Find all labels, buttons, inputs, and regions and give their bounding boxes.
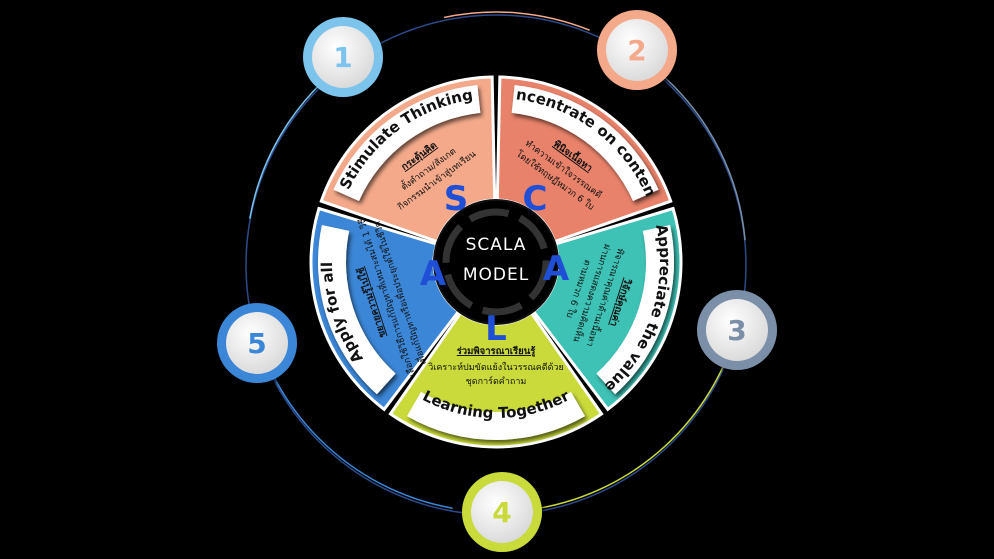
step-badge-face: [312, 26, 374, 88]
letter-a-right: A: [543, 249, 570, 289]
segment-learning: Learning Togetherร่วมพิจารณาเรียนรู้วิเค…: [388, 310, 604, 449]
segment-text-learning: ร่วมพิจารณาเรียนรู้วิเคราะห์ปมขัดแย้งในว…: [428, 345, 564, 387]
letter-l: L: [485, 309, 507, 349]
step-badge-4: 4: [462, 472, 542, 552]
segment-apply: Apply for allขยายความรู้ไปใช้เลือกใช้วิธ…: [309, 206, 461, 412]
center-line1: SCALA: [466, 235, 527, 255]
title-band-appreciate: [596, 224, 674, 395]
step-badge-face: [471, 481, 533, 543]
center-hub: [433, 199, 559, 325]
center-line2: MODEL: [463, 265, 529, 285]
segment-line-learning: ชุดการ์ดคำถาม: [466, 375, 527, 387]
step-badge-2: 2: [597, 10, 677, 90]
step-badge-face: [606, 19, 668, 81]
ring-arc: [662, 75, 746, 241]
step-number: 2: [627, 34, 646, 67]
step-badge-3: 3: [697, 290, 777, 370]
ring-arc: [443, 11, 590, 31]
step-number: 1: [333, 41, 352, 74]
step-badge-5: 5: [217, 303, 297, 383]
title-band-stimulate: [333, 84, 481, 201]
step-number: 4: [492, 496, 511, 529]
title-band-apply: [318, 224, 396, 395]
title-band-concentrate: [511, 84, 659, 201]
title-band-learning: [407, 391, 585, 440]
step-badge-1: 1: [303, 17, 383, 97]
segment-head-learning: ร่วมพิจารณาเรียนรู้: [457, 345, 537, 358]
step-badge-face: [226, 312, 288, 374]
center-cycle-arrows: [442, 208, 550, 316]
step-number: 5: [247, 327, 266, 360]
step-number: 3: [727, 314, 746, 347]
letter-s: S: [444, 179, 469, 219]
segment-line-learning: วิเคราะห์ปมขัดแย้งในวรรณคดีด้วย: [428, 361, 564, 373]
step-badge-face: [706, 299, 768, 361]
segment-stimulate: Stimulate Thinkingกระตุ้นคิดตั้งคำถาม/สั…: [319, 75, 497, 244]
letter-a-left: A: [420, 254, 447, 294]
letter-c: C: [523, 179, 548, 219]
